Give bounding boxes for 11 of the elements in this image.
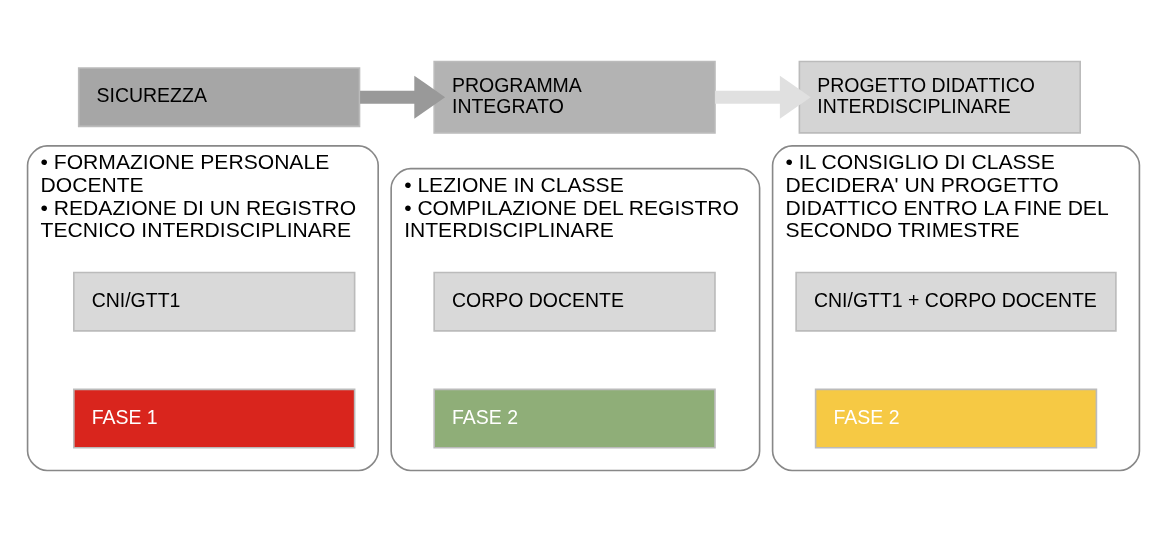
node-box: CNI/GTT1 bbox=[73, 271, 356, 332]
node-box: PROGETTO DIDATTICO INTERDISCIPLINARE bbox=[798, 60, 1081, 134]
node-box: PROGRAMMA INTEGRATO bbox=[433, 60, 716, 134]
arrow bbox=[715, 75, 811, 119]
node-box: FASE 2 bbox=[433, 388, 716, 449]
node-box: SICUREZZA bbox=[77, 66, 361, 127]
node-box: FASE 2 bbox=[814, 388, 1098, 449]
arrow bbox=[360, 75, 446, 119]
node-box: CNI/GTT1 + CORPO DOCENTE bbox=[795, 271, 1117, 332]
node-box: CORPO DOCENTE bbox=[433, 271, 716, 332]
node-box: FASE 1 bbox=[73, 388, 356, 449]
